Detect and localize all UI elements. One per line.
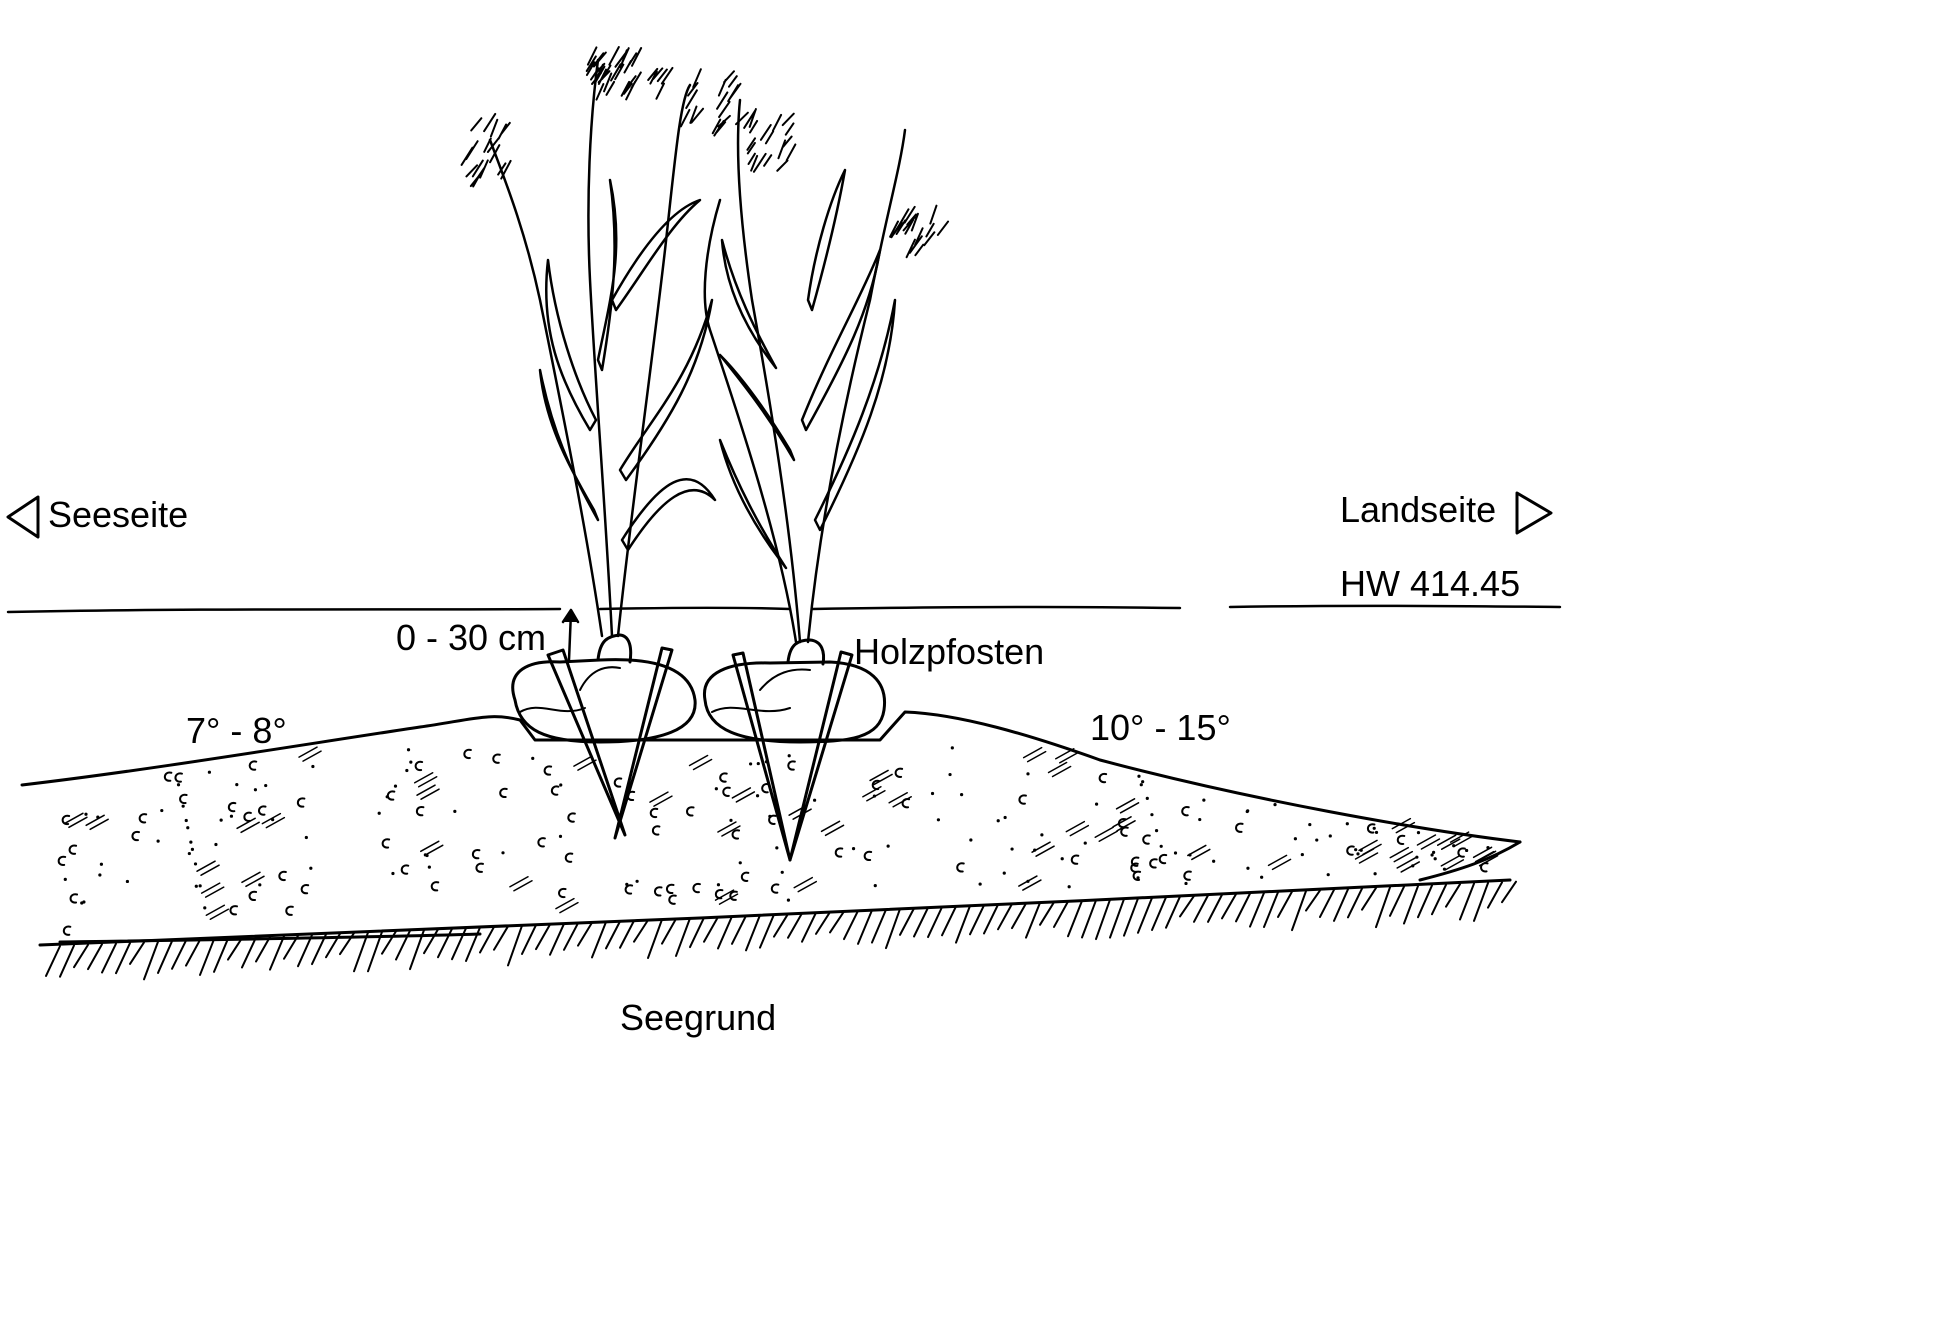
depth-arrow [561,608,580,662]
slope-land-label: 10° - 15° [1090,707,1231,748]
lake-bed-label: Seegrund [620,997,777,1038]
land-side-label: Landseite [1340,489,1497,530]
sea-side-label: Seeseite [48,494,189,535]
embankment-outline [20,710,1522,947]
reed-planting-cross-section [6,46,1562,981]
reed-plants [460,46,950,644]
high-water-line [6,604,1562,614]
triangle-right-icon [1515,491,1553,535]
lake-bed-hatching [45,880,1517,981]
slope-sea-label: 7° - 8° [186,710,287,751]
wooden-post-label: Holzpfosten [854,631,1045,672]
gravel-fill [57,746,1499,936]
depth-range-label: 0 - 30 cm [396,617,547,658]
high-water-label: HW 414.45 [1340,563,1521,604]
wooden-posts [546,646,854,862]
triangle-left-icon [6,495,40,539]
